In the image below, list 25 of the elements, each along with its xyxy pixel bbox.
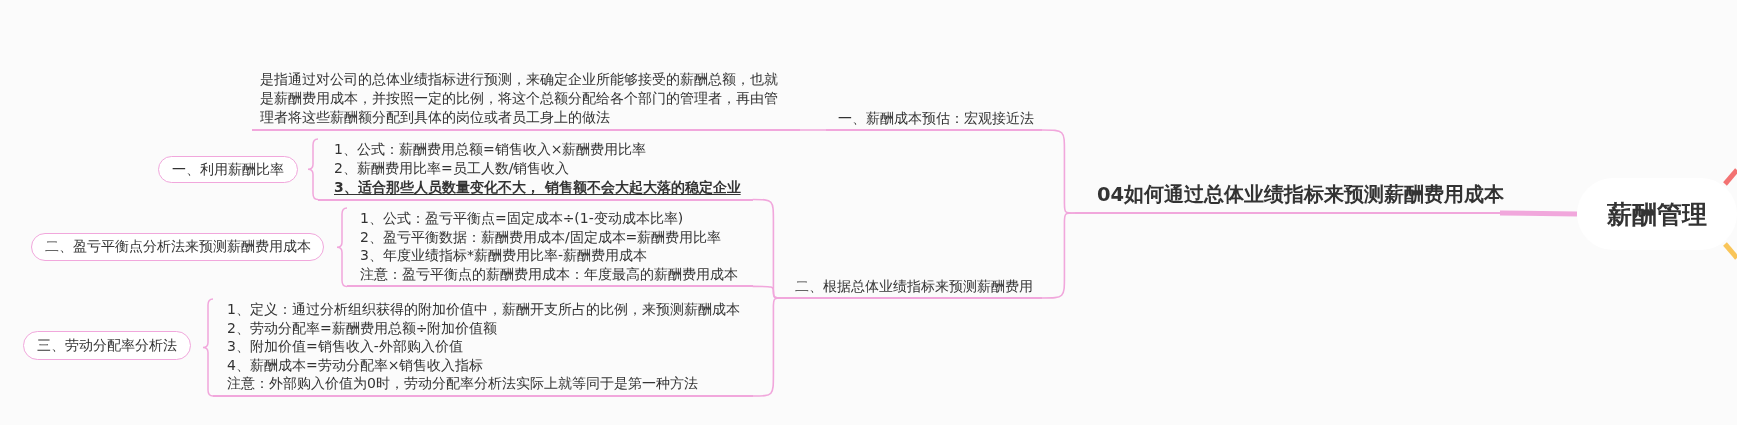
connector-line (1499, 210, 1578, 217)
connector-line (752, 297, 784, 397)
root-topic: 薪酬管理 (1577, 178, 1737, 250)
item-text: 4、薪酬成本=劳动分配率×销售收入指标 (227, 355, 484, 375)
summary-topic: 二、盈亏平衡点分析法来预测薪酬费用成本 (31, 233, 324, 261)
connector-line (1041, 212, 1076, 299)
connector-line (1723, 168, 1737, 186)
item-text: 注意：盈亏平衡点的薪酬费用成本：年度最高的薪酬费用成本 (360, 264, 738, 284)
item-text: 2、劳动分配率=薪酬费用总额÷附加价值额 (227, 318, 498, 338)
item-text: 3、年度业绩指标*薪酬费用比率-薪酬费用成本 (360, 246, 647, 265)
summary-topic: 一、利用薪酬比率 (158, 156, 298, 183)
item-text: 1、公式：盈亏平衡点=固定成本÷(1-变动成本比率) (360, 209, 684, 228)
item-text: 2、盈亏平衡数据：薪酬费用成本/固定成本=薪酬费用比率 (360, 227, 722, 247)
item-text: 2、薪酬费用比率=员工人数/销售收入 (334, 158, 570, 178)
branch-topic: 一、薪酬成本预估：宏观接近法 (826, 109, 1042, 131)
item-text: 1、公式：薪酬费用总额=销售收入×薪酬费用比率 (334, 139, 647, 159)
item-text: 3、适合那些人员数量变化不大， 销售额不会大起大落的稳定企业 (334, 177, 741, 197)
summary-topic: 三、劳动分配率分析法 (23, 331, 191, 360)
connector-line (1723, 242, 1737, 260)
connector-line (799, 129, 827, 131)
item-text: 注意：外部购入价值为0时，劳动分配率分析法实际上就等同于是第一种方法 (227, 374, 698, 393)
item-text: 1、定义：通过分析组织获得的附加价值中，薪酬开支所占的比例，来预测薪酬成本 (227, 300, 740, 319)
item-text: 3、附加价值=销售收入-外部购入价值 (227, 337, 463, 356)
branch-topic: 二、根据总体业绩指标来预测薪酬费用 (783, 277, 1042, 299)
description-text: 是指通过对公司的总体业绩指标进行预测，来确定企业所能够接受的薪酬总额，也就是薪酬费用成本，并按照一定的比例，将这个总额分配给各个部门的管理者，再由管理者将这些薪酬额分配到具体的岗位或者员工身上的做法 (252, 68, 800, 131)
